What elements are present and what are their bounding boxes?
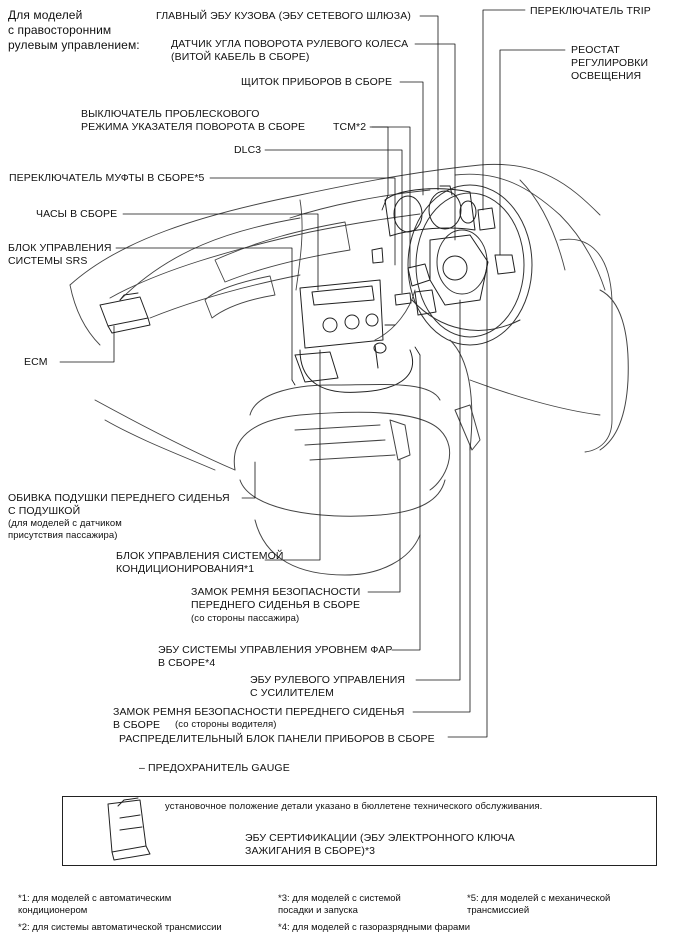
footnote-2: *2: для системы автоматической трансмисс… xyxy=(18,922,222,933)
label-steering-angle-sensor: ДАТЧИК УГЛА ПОВОРОТА РУЛЕВОГО КОЛЕСА (ВИ… xyxy=(171,38,409,63)
seats xyxy=(233,289,629,576)
label-clutch-switch: ПЕРЕКЛЮЧАТЕЛЬ МУФТЫ В СБОРЕ*5 xyxy=(9,172,205,184)
legend-note: установочное положение детали указано в … xyxy=(165,801,543,812)
label-passenger-buckle-note: (со стороны пассажира) xyxy=(191,613,300,624)
label-gauge-fuse: – ПРЕДОХРАНИТЕЛЬ GAUGE xyxy=(139,762,290,774)
legend-box xyxy=(62,796,657,866)
label-certification-ecu: ЭБУ СЕРТИФИКАЦИИ (ЭБУ ЭЛЕКТРОННОГО КЛЮЧА… xyxy=(245,832,515,857)
footnote-5: *5: для моделей с механической трансмисс… xyxy=(467,893,611,916)
label-tcm: TCM*2 xyxy=(333,121,367,133)
label-seat-cushion-note: (для моделей с датчиком присутствия пасс… xyxy=(8,518,122,541)
footnote-4: *4: для моделей с газоразрядными фарами xyxy=(278,922,471,933)
footnote-3: *3: для моделей с системой посадки и зап… xyxy=(278,893,401,916)
label-dlc3: DLC3 xyxy=(234,144,262,156)
label-ecm: ECM xyxy=(24,356,48,368)
certification-ecu-icon xyxy=(107,797,151,861)
model-note: Для моделей с правосторонним рулевым упр… xyxy=(8,8,140,52)
label-passenger-buckle: ЗАМОК РЕМНЯ БЕЗОПАСНОСТИ ПЕРЕДНЕГО СИДЕН… xyxy=(191,586,361,611)
label-rheostat: РЕОСТАТ РЕГУЛИРОВКИ ОСВЕЩЕНИЯ xyxy=(571,44,649,82)
label-driver-buckle: ЗАМОК РЕМНЯ БЕЗОПАСНОСТИ ПЕРЕДНЕГО СИДЕН… xyxy=(113,706,405,731)
label-combination-meter: ЩИТОК ПРИБОРОВ В СБОРЕ xyxy=(241,76,393,88)
label-turn-signal-flasher: ВЫКЛЮЧАТЕЛЬ ПРОБЛЕСКОВОГО РЕЖИМА УКАЗАТЕ… xyxy=(81,108,306,133)
center-stack xyxy=(294,247,413,393)
ecm-component xyxy=(99,292,151,334)
meter-cluster xyxy=(384,185,477,237)
dashboard-outline xyxy=(69,163,613,471)
label-driver-buckle-note: (со стороны водителя) xyxy=(175,719,277,730)
label-seat-cushion: ОБИВКА ПОДУШКИ ПЕРЕДНЕГО СИДЕНЬЯ С ПОДУШ… xyxy=(8,492,230,517)
label-ac-amplifier: БЛОК УПРАВЛЕНИЯ СИСТЕМОЙ КОНДИЦИОНИРОВАН… xyxy=(116,550,284,575)
label-trip-switch: ПЕРЕКЛЮЧАТЕЛЬ TRIP xyxy=(530,5,651,17)
column-assembly xyxy=(394,207,516,316)
label-body-ecu: ГЛАВНЫЙ ЭБУ КУЗОВА (ЭБУ СЕТЕВОГО ШЛЮЗА) xyxy=(156,10,411,22)
label-srs-unit: БЛОК УПРАВЛЕНИЯ СИСТЕМЫ SRS xyxy=(8,242,112,267)
label-instrument-junction-block: РАСПРЕДЕЛИТЕЛЬНЫЙ БЛОК ПАНЕЛИ ПРИБОРОВ В… xyxy=(119,733,435,745)
callout-lines xyxy=(59,9,566,738)
footnote-1: *1: для моделей с автоматическим кондици… xyxy=(18,893,172,916)
label-headlamp-leveling-ecu: ЭБУ СИСТЕМЫ УПРАВЛЕНИЯ УРОВНЕМ ФАР В СБО… xyxy=(158,644,393,669)
label-clock: ЧАСЫ В СБОРЕ xyxy=(36,208,118,220)
label-power-steering-ecu: ЭБУ РУЛЕВОГО УПРАВЛЕНИЯ С УСИЛИТЕЛЕМ xyxy=(250,674,406,699)
